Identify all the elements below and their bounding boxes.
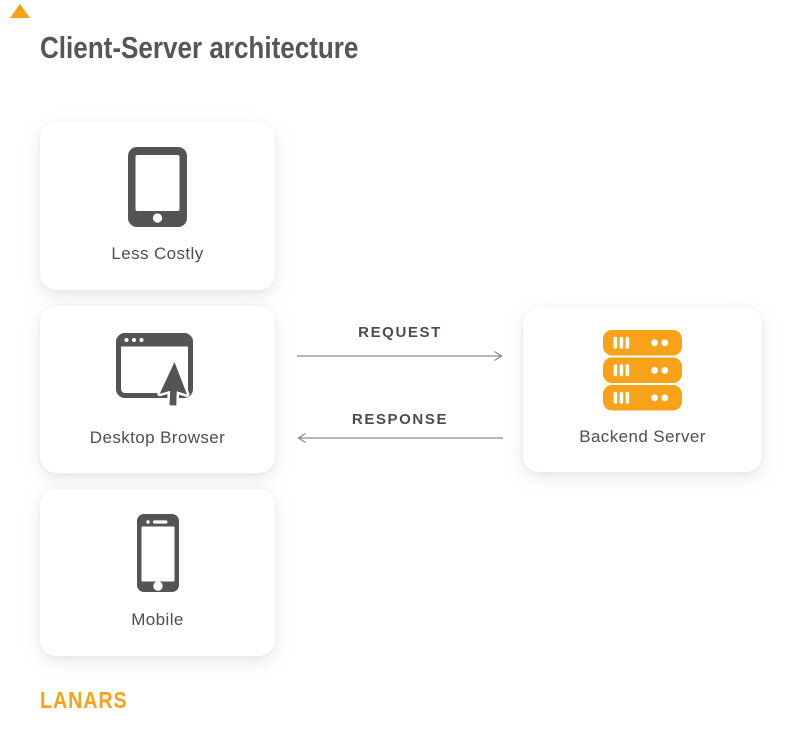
card-desktop-browser: Desktop Browser [40,306,275,473]
brand-triangle-icon [10,4,30,18]
card-label: Mobile [131,610,184,629]
response-arrow-icon [297,432,503,444]
tablet-icon [128,147,187,227]
card-less-costly: Less Costly [40,122,275,290]
response-label: RESPONSE [351,411,449,428]
card-label: Backend Server [579,427,706,446]
server-stack-icon [603,329,682,410]
card-backend-server: Backend Server [523,307,762,472]
browser-cursor-icon [114,331,202,411]
request-arrow-icon [297,350,503,362]
brand-logo: LANARS [40,687,128,713]
card-mobile: Mobile [40,489,275,656]
card-label: Desktop Browser [89,428,226,447]
card-label: Less Costly [111,244,204,263]
smartphone-icon [136,513,179,593]
page-title: Client-Server architecture [40,30,359,65]
request-label: REQUEST [358,324,442,341]
